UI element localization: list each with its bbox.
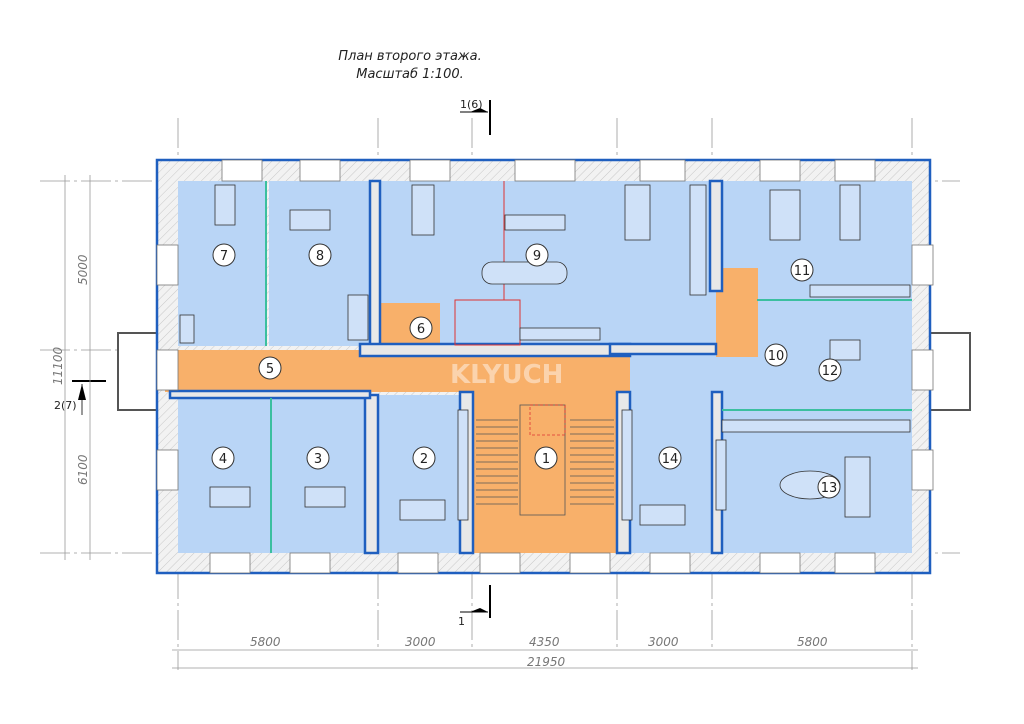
section-marker-left: 2(7) xyxy=(54,380,106,415)
room-number-3: 3 xyxy=(314,452,322,467)
room-number-10: 10 xyxy=(768,349,785,364)
room-number-circle xyxy=(818,358,842,382)
room-number-2: 2 xyxy=(420,452,428,467)
dimension-labels: 5800 3000 4350 3000 5800 21950 5000 6100… xyxy=(51,254,828,669)
dim-bottom-4: 3000 xyxy=(648,635,679,649)
room-number-circle xyxy=(308,243,332,267)
room-number-circle xyxy=(211,446,235,470)
room-number-circle xyxy=(412,446,436,470)
room-2-area xyxy=(378,395,460,553)
windows xyxy=(156,159,934,574)
dim-bottom-3: 4350 xyxy=(529,635,560,649)
room-number-circle xyxy=(258,356,282,380)
dim-bottom-1: 5800 xyxy=(250,635,281,649)
room-number-5: 5 xyxy=(266,362,274,377)
room-number-circle xyxy=(817,475,841,499)
dimension-lines xyxy=(64,175,918,669)
room-number-13: 13 xyxy=(821,481,838,496)
section-label-bottom: 1 xyxy=(458,615,465,628)
watermark: KLYUCH xyxy=(450,360,563,390)
room-number-6: 6 xyxy=(417,322,425,337)
plan-scale: Масштаб 1:100. xyxy=(356,67,464,82)
dim-left-2: 6100 xyxy=(76,454,90,485)
room-number-1: 1 xyxy=(542,452,550,467)
section-label-top: 1(6) xyxy=(460,98,483,111)
room-3-area xyxy=(272,395,365,553)
room-number-circle xyxy=(790,258,814,282)
right-porch xyxy=(929,332,971,411)
room-number-7: 7 xyxy=(220,249,228,264)
room-number-circle xyxy=(534,446,558,470)
room-number-circle xyxy=(764,343,788,367)
section-marker-bottom: 1 xyxy=(458,585,491,628)
room-number-8: 8 xyxy=(316,249,324,264)
furniture xyxy=(179,184,911,526)
room-1-stairwell xyxy=(473,392,617,553)
dim-total-vertical: 11100 xyxy=(51,346,65,385)
left-porch xyxy=(117,332,159,411)
plan-title-line1: План второго этажа. xyxy=(338,49,482,64)
plan-title: План второго этажа. Масштаб 1:100. xyxy=(300,48,520,84)
dim-bottom-2: 3000 xyxy=(405,635,436,649)
room-number-12: 12 xyxy=(822,364,839,379)
room-number-circle xyxy=(658,446,682,470)
section-marker-top: 1(6) xyxy=(460,98,491,135)
room-number-14: 14 xyxy=(662,452,679,467)
room-4-area xyxy=(178,395,270,553)
dim-bottom-5: 5800 xyxy=(797,635,828,649)
room-number-circle xyxy=(409,316,433,340)
stair-treads xyxy=(476,419,614,505)
room-number-9: 9 xyxy=(533,249,541,264)
room-number-circle xyxy=(212,243,236,267)
room-number-circle xyxy=(525,243,549,267)
room-number-4: 4 xyxy=(219,452,227,467)
room-number-circle xyxy=(306,446,330,470)
room-14-area xyxy=(630,410,712,553)
dim-total-horizontal: 21950 xyxy=(527,655,566,669)
dim-left-1: 5000 xyxy=(76,254,90,285)
room-number-11: 11 xyxy=(794,264,811,279)
